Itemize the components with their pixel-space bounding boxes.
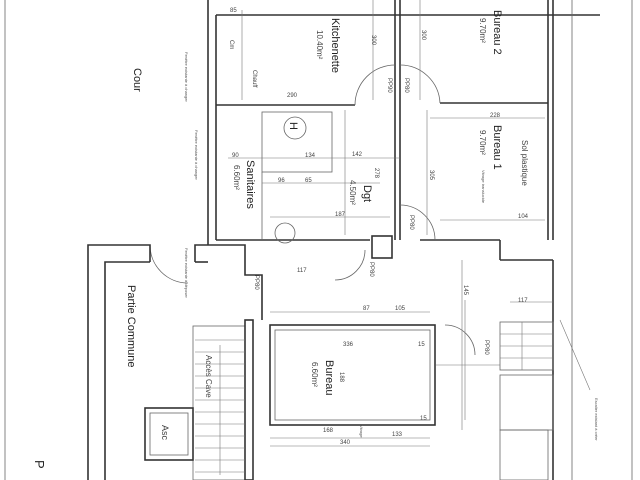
dim-text: 87 bbox=[363, 306, 370, 312]
door-tag: PP80 bbox=[483, 340, 489, 355]
equipment-chauff: Chauff bbox=[251, 70, 257, 88]
note-text: Vitrage bbox=[359, 425, 364, 438]
note-text: Fenêtre existante à changer bbox=[184, 52, 189, 102]
room-label-partie-commune: Partie Commune bbox=[125, 285, 137, 368]
dim-text: 336 bbox=[343, 342, 354, 348]
dim-text: 187 bbox=[335, 212, 346, 218]
dim-text: 278 bbox=[373, 168, 379, 179]
dim-text: 145 bbox=[462, 285, 468, 296]
dim-text: 15 bbox=[420, 416, 427, 422]
door-tag: PP80 bbox=[403, 78, 409, 93]
dim-text: 65 bbox=[305, 178, 312, 184]
room-label-dgt: Dgt bbox=[361, 185, 373, 202]
common-area-walls bbox=[87, 244, 263, 480]
room-area-bureau1: 9.70m² bbox=[478, 130, 487, 155]
room-area-dgt: 4.50m² bbox=[348, 180, 357, 205]
leader-line bbox=[559, 319, 591, 391]
room-area-bureau2: 9.70m² bbox=[478, 18, 487, 43]
stairs-cave bbox=[195, 339, 245, 475]
note-text: Escalier existant à créer bbox=[594, 398, 599, 441]
lift-label: Asc bbox=[160, 425, 170, 441]
dim-text: 117 bbox=[518, 298, 528, 304]
dim-text: 104 bbox=[518, 214, 529, 220]
stairs-right bbox=[464, 300, 554, 480]
dim-text: 15 bbox=[418, 342, 425, 348]
door-swings bbox=[149, 64, 476, 356]
room-label-sanitaires: Sanitaires bbox=[244, 160, 256, 209]
building-walls bbox=[207, 0, 600, 480]
room-label-bureau2: Bureau 2 bbox=[491, 10, 503, 55]
dimension-lines bbox=[228, 0, 545, 235]
dim-text: 188 bbox=[338, 372, 344, 383]
note-text: Fenêtre existante à changer bbox=[194, 130, 199, 180]
room-label-bureau: Bureau bbox=[323, 360, 335, 395]
dim-text: 290 bbox=[287, 93, 298, 99]
dim-text: 90 bbox=[232, 153, 239, 159]
dim-text: 105 bbox=[395, 306, 406, 312]
door-tag: PP80 bbox=[253, 275, 259, 290]
dim-text: 300 bbox=[370, 35, 376, 46]
corner-letter: P bbox=[32, 460, 47, 469]
room-area-sanitaires: 6.60m² bbox=[232, 165, 241, 190]
door-tag: PP80 bbox=[408, 215, 414, 230]
dim-text: 340 bbox=[340, 440, 351, 446]
dim-text: 134 bbox=[305, 153, 316, 159]
dim-text: 85 bbox=[230, 8, 237, 14]
room-label-bureau1: Bureau 1 bbox=[491, 125, 503, 170]
equipment-h: H bbox=[287, 122, 299, 130]
floor-note: Sol plastique bbox=[520, 140, 529, 186]
dim-text: 117 bbox=[297, 268, 307, 274]
dim-text: 133 bbox=[392, 432, 403, 438]
equipment-cm: Cm bbox=[228, 40, 234, 49]
dim-text: 300 bbox=[420, 30, 426, 41]
note-text: Vitrage translucide bbox=[481, 170, 486, 204]
dim-text: 305 bbox=[428, 170, 434, 181]
dim-text: 168 bbox=[323, 428, 334, 434]
bureau-room bbox=[269, 260, 500, 447]
dim-text: 142 bbox=[352, 152, 363, 158]
room-label-kitchenette: Kitchenette bbox=[329, 18, 341, 73]
room-area-bureau: 6.60m² bbox=[310, 362, 319, 387]
note-text: Fenêtre existante à déposer bbox=[184, 248, 189, 298]
room-label-cour: Cour bbox=[131, 68, 143, 92]
door-tag: PP90 bbox=[386, 78, 392, 93]
room-area-kitchenette: 10.40m² bbox=[315, 30, 324, 60]
dim-text: 228 bbox=[490, 113, 501, 119]
door-tag: PP80 bbox=[368, 262, 374, 277]
dim-text: 96 bbox=[278, 178, 285, 184]
stair-label: Accès Cave bbox=[204, 355, 213, 398]
